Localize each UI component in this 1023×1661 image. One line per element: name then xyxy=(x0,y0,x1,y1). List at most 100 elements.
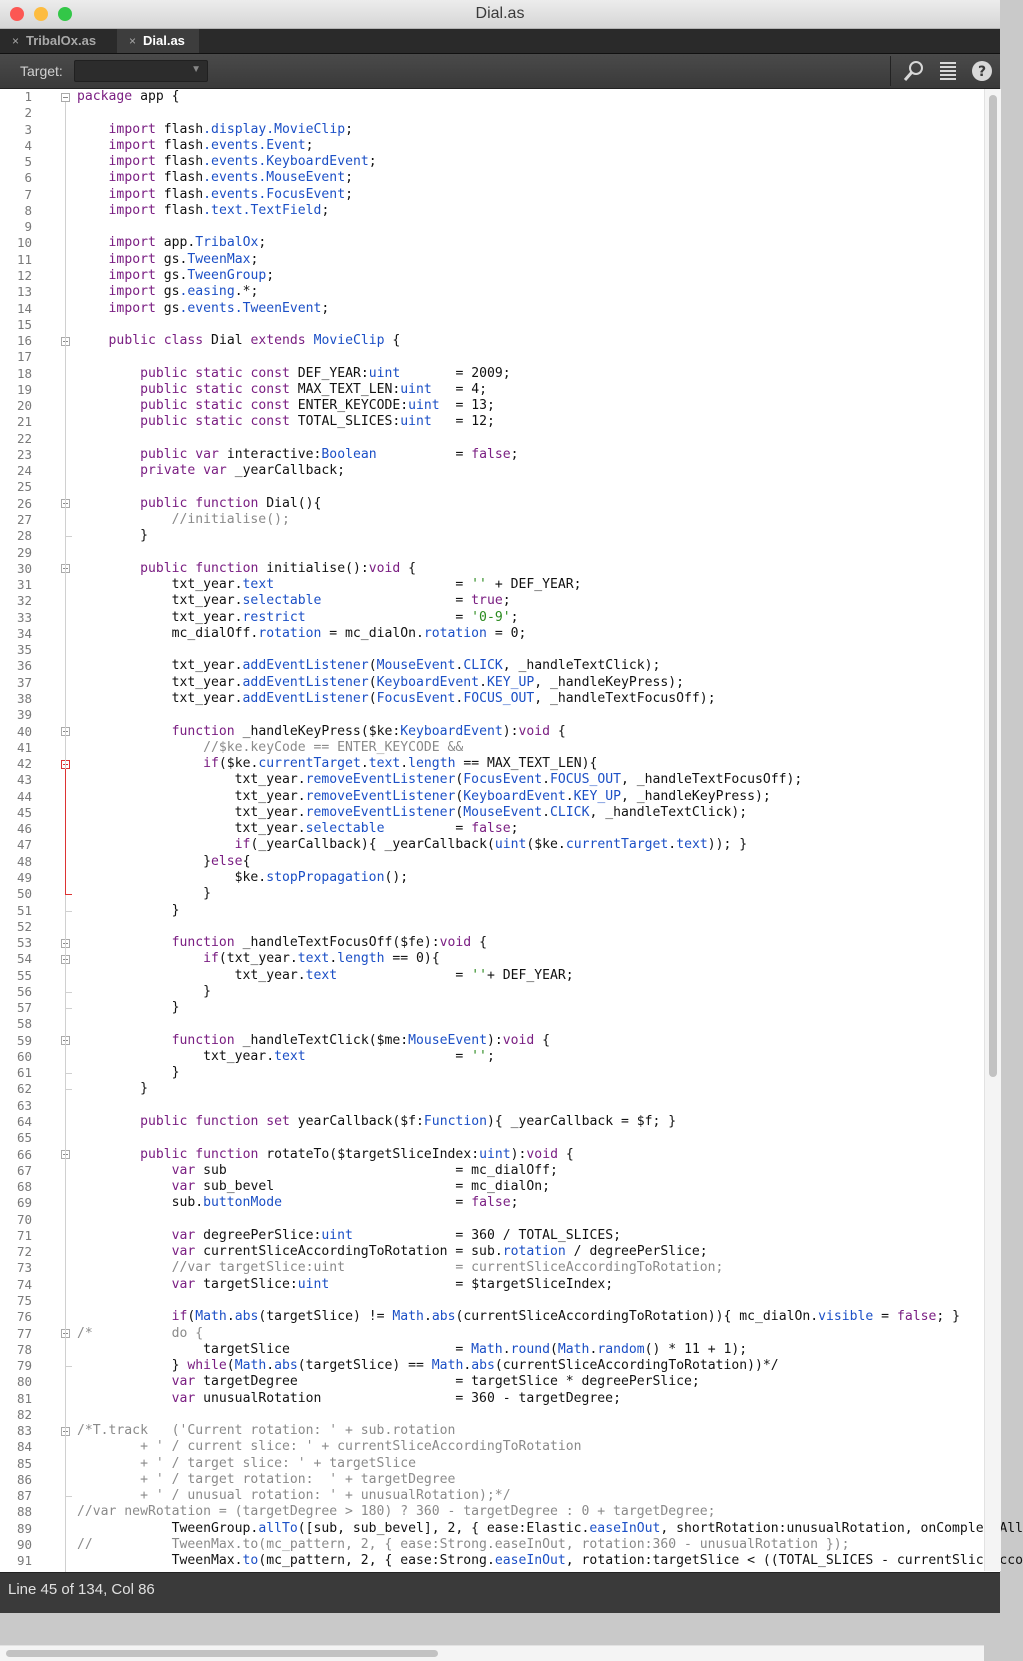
tab-tribalox[interactable]: ×TribalOx.as xyxy=(0,29,117,53)
code-line[interactable]: sub.buttonMode = false; xyxy=(77,1195,519,1211)
code-line[interactable]: function _handleTextClick($me:MouseEvent… xyxy=(171,1032,551,1048)
vertical-scroll-thumb[interactable] xyxy=(989,95,997,1077)
code-line[interactable]: }else{ xyxy=(77,853,251,869)
code-line[interactable]: txt_year.text = ''+ DEF_YEAR; xyxy=(77,967,574,983)
tab-close-icon[interactable]: × xyxy=(129,34,137,48)
minimize-window-button[interactable] xyxy=(34,7,48,21)
code-line[interactable]: } xyxy=(77,1065,180,1081)
code-line[interactable]: public static const TOTAL_SLICES:uint = … xyxy=(140,414,495,430)
code-line[interactable]: import flash.events.KeyboardEvent; xyxy=(108,154,377,170)
code-line[interactable]: //var newRotation = (targetDegree > 180)… xyxy=(77,1504,716,1520)
search-icon[interactable] xyxy=(902,59,926,83)
code-line[interactable]: private var _yearCallback; xyxy=(140,463,346,479)
code-line[interactable]: public static const MAX_TEXT_LEN:uint = … xyxy=(140,381,488,397)
code-line[interactable]: public static const DEF_YEAR:uint = 2009… xyxy=(140,365,511,381)
code-line[interactable]: + ' / target slice: ' + targetSlice xyxy=(77,1455,416,1471)
code-line[interactable]: txt_year.restrict = '0-9'; xyxy=(77,609,519,625)
code-line[interactable]: import gs.easing.*; xyxy=(108,284,259,300)
line-number: 65 xyxy=(16,1130,32,1146)
code-line[interactable]: import app.TribalOx; xyxy=(108,235,267,251)
code-line[interactable]: // TweenMax.to(mc_pattern, 2, { ease:Str… xyxy=(77,1537,850,1553)
horizontal-scrollbar[interactable] xyxy=(0,1645,984,1661)
horizontal-scroll-thumb[interactable] xyxy=(6,1650,438,1657)
close-window-button[interactable] xyxy=(10,7,24,21)
code-line[interactable]: + ' / target rotation: ' + targetDegree xyxy=(77,1471,456,1487)
code-line[interactable]: mc_dialOff.rotation = mc_dialOn.rotation… xyxy=(77,625,527,641)
code-line[interactable]: } xyxy=(77,983,212,999)
code-line[interactable]: + ' / current slice: ' + currentSliceAcc… xyxy=(77,1439,582,1455)
code-line[interactable]: import gs.events.TweenEvent; xyxy=(108,300,330,316)
code-line[interactable]: if($ke.currentTarget.text.length == MAX_… xyxy=(203,756,598,772)
vertical-scrollbar[interactable] xyxy=(984,89,1001,1571)
fold-toggle-icon[interactable] xyxy=(61,92,70,102)
list-icon[interactable] xyxy=(936,59,960,83)
code-line[interactable]: public function initialise():void { xyxy=(140,560,417,576)
code-line[interactable]: /*T.track ('Current rotation: ' + sub.ro… xyxy=(77,1423,456,1439)
line-number: 23 xyxy=(16,446,32,462)
code-line[interactable]: } xyxy=(77,1000,180,1016)
code-line[interactable]: public function set yearCallback($f:Func… xyxy=(140,1114,677,1129)
tab-close-icon[interactable]: × xyxy=(12,34,20,48)
code-line[interactable]: txt_year.addEventListener(MouseEvent.CLI… xyxy=(77,658,661,674)
line-number: 82 xyxy=(16,1406,32,1422)
code-line[interactable]: public static const ENTER_KEYCODE:uint =… xyxy=(140,398,495,414)
code-line[interactable]: public function Dial(){ xyxy=(140,495,322,511)
code-line[interactable]: } xyxy=(77,1081,148,1097)
code-line[interactable]: var targetDegree = targetSlice * degreeP… xyxy=(171,1374,700,1390)
code-line[interactable]: txt_year.removeEventListener(MouseEvent.… xyxy=(77,804,748,820)
line-number: 22 xyxy=(16,430,32,446)
code-line[interactable]: if(txt_year.text.length == 0){ xyxy=(203,951,440,967)
code-line[interactable]: txt_year.removeEventListener(KeyboardEve… xyxy=(77,788,771,804)
code-line[interactable]: if(Math.abs(targetSlice) != Math.abs(cur… xyxy=(171,1309,961,1325)
code-line[interactable]: import flash.display.MovieClip; xyxy=(108,121,353,137)
code-line[interactable]: /* do { xyxy=(77,1325,204,1341)
code-line[interactable]: //$ke.keyCode == ENTER_KEYCODE && xyxy=(77,739,464,755)
code-line[interactable]: public function rotateTo($targetSliceInd… xyxy=(140,1146,574,1162)
code-line[interactable]: package app { xyxy=(77,89,180,104)
code-line[interactable]: function _handleTextFocusOff($fe):void { xyxy=(171,935,487,951)
code-line[interactable]: txt_year.selectable = true; xyxy=(77,593,511,609)
tab-dial[interactable]: ×Dial.as xyxy=(117,29,199,53)
code-line[interactable]: import flash.text.TextField; xyxy=(108,202,330,218)
line-number: 71 xyxy=(16,1227,32,1243)
code-line[interactable]: //initialise(); xyxy=(77,512,290,528)
code-line[interactable]: txt_year.selectable = false; xyxy=(77,821,519,837)
code-line[interactable]: } xyxy=(77,902,180,918)
code-line[interactable]: TweenMax.to(mc_pattern, 2, { ease:Strong… xyxy=(77,1553,1023,1569)
maximize-window-button[interactable] xyxy=(58,7,72,21)
code-line[interactable]: targetSlice = Math.round(Math.random() *… xyxy=(77,1341,748,1357)
code-area[interactable]: package app { import flash.display.Movie… xyxy=(77,89,1023,1571)
code-line[interactable]: var targetSlice:uint = $targetSliceIndex… xyxy=(171,1276,614,1292)
code-line[interactable]: var sub_bevel = mc_dialOn; xyxy=(171,1179,551,1195)
code-line[interactable]: if(_yearCallback){ _yearCallback(uint($k… xyxy=(234,837,748,853)
code-line[interactable]: } xyxy=(77,886,212,902)
code-line[interactable]: } while(Math.abs(targetSlice) == Math.ab… xyxy=(77,1358,779,1374)
target-select[interactable]: ▼ xyxy=(74,60,208,82)
code-line[interactable]: import gs.TweenGroup; xyxy=(108,267,275,283)
code-line[interactable]: import flash.events.FocusEvent; xyxy=(108,186,353,202)
code-line[interactable]: var degreePerSlice:uint = 360 / TOTAL_SL… xyxy=(171,1227,621,1243)
code-line[interactable]: var sub = mc_dialOff; xyxy=(171,1162,558,1178)
code-line[interactable]: txt_year.text = '' + DEF_YEAR; xyxy=(77,577,582,593)
code-line[interactable]: txt_year.removeEventListener(FocusEvent.… xyxy=(77,772,803,788)
code-line[interactable]: var unusualRotation = 360 - targetDegree… xyxy=(171,1390,621,1406)
target-label: Target: xyxy=(20,63,63,79)
code-line[interactable]: import gs.TweenMax; xyxy=(108,251,259,267)
code-line[interactable]: txt_year.text = ''; xyxy=(77,1048,495,1064)
code-line[interactable]: import flash.events.Event; xyxy=(108,137,314,153)
code-line[interactable]: $ke.stopPropagation(); xyxy=(77,869,409,885)
code-line[interactable]: txt_year.addEventListener(FocusEvent.FOC… xyxy=(77,690,716,706)
code-line[interactable]: public class Dial extends MovieClip { xyxy=(108,333,401,349)
code-line[interactable]: var currentSliceAccordingToRotation = su… xyxy=(171,1244,708,1260)
code-line[interactable]: function _handleKeyPress($ke:KeyboardEve… xyxy=(171,723,566,739)
code-line[interactable]: + ' / unusual rotation: ' + unusualRotat… xyxy=(77,1488,511,1504)
code-line[interactable]: TweenGroup.allTo([sub, sub_bevel], 2, { … xyxy=(77,1520,1023,1536)
code-line[interactable]: import flash.events.MouseEvent; xyxy=(108,170,353,186)
code-line[interactable]: //var targetSlice:uint = currentSliceAcc… xyxy=(77,1260,724,1276)
help-icon[interactable]: ? xyxy=(970,59,994,83)
code-line[interactable]: txt_year.addEventListener(KeyboardEvent.… xyxy=(77,674,685,690)
code-line[interactable]: public var interactive:Boolean = false; xyxy=(140,446,519,462)
code-line[interactable]: } xyxy=(77,528,148,544)
line-number: 60 xyxy=(16,1048,32,1064)
